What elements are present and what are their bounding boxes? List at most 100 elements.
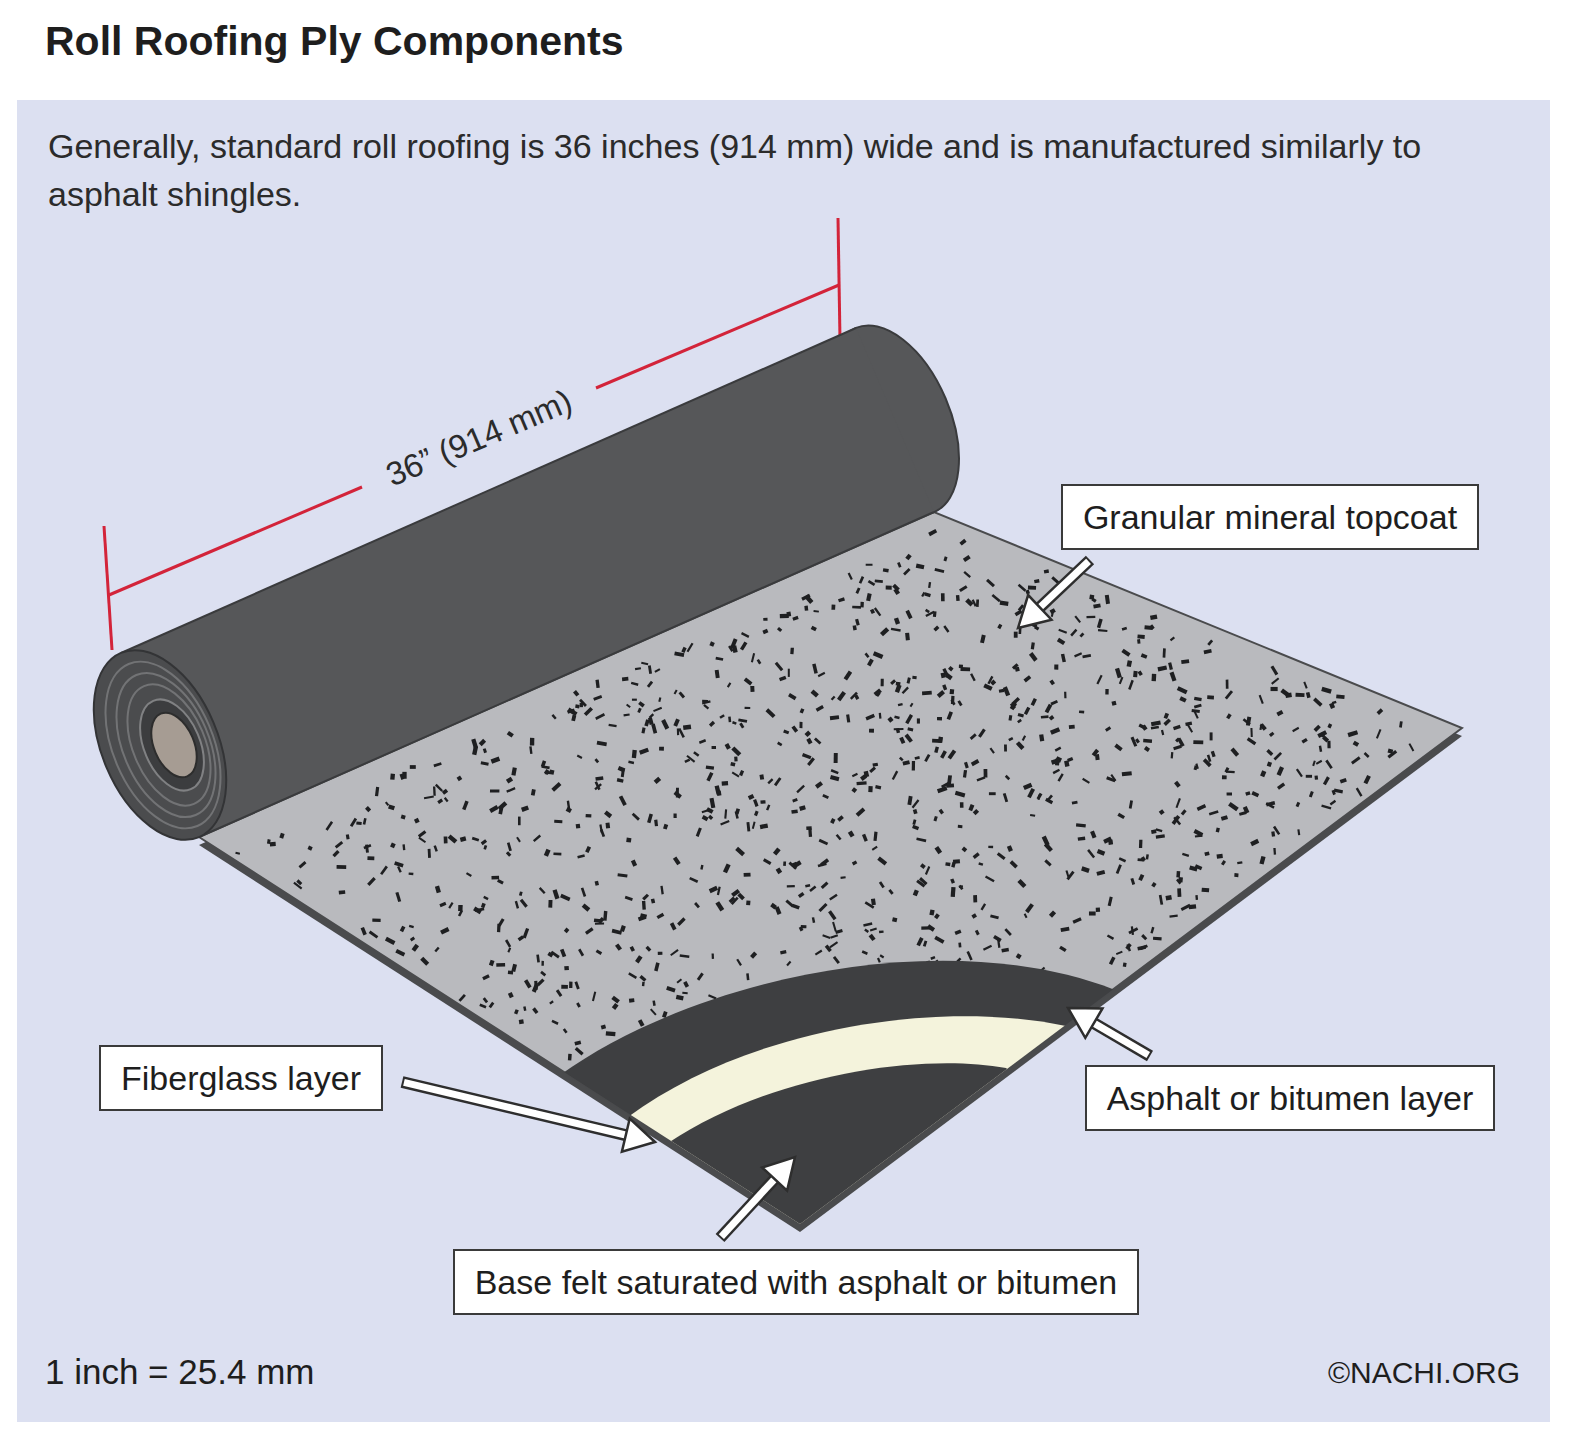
granule <box>533 835 541 842</box>
granule <box>1057 638 1065 645</box>
granule <box>902 760 910 765</box>
granule <box>1128 680 1134 690</box>
granule <box>631 860 637 867</box>
granule <box>617 873 627 877</box>
granule <box>1210 732 1213 740</box>
granule <box>957 700 962 706</box>
granule <box>620 925 626 932</box>
granule <box>569 982 572 988</box>
granule <box>661 719 669 730</box>
granule <box>1209 810 1219 815</box>
granule <box>400 926 406 933</box>
granule <box>783 729 789 734</box>
granule <box>1306 775 1312 778</box>
granule <box>788 862 797 870</box>
granule <box>818 903 827 912</box>
granule <box>270 842 276 847</box>
granule <box>702 809 709 813</box>
granule <box>363 818 367 825</box>
granule <box>933 816 937 821</box>
granule <box>1224 767 1229 773</box>
granule <box>801 925 807 928</box>
granule <box>888 889 893 895</box>
granule <box>418 837 426 843</box>
granule <box>642 894 649 901</box>
granule <box>802 753 812 759</box>
granule <box>879 881 885 888</box>
granule <box>829 941 838 948</box>
granule <box>834 753 838 763</box>
granule <box>466 872 472 877</box>
granule <box>1271 687 1278 691</box>
granule <box>859 576 864 584</box>
granule <box>744 678 753 686</box>
granule <box>1119 677 1124 684</box>
granule <box>385 801 389 806</box>
granule <box>1034 579 1040 583</box>
granule <box>1168 662 1173 670</box>
granule <box>984 769 988 778</box>
granule <box>857 781 867 785</box>
granule <box>912 819 916 825</box>
granule <box>551 714 556 720</box>
granule <box>437 798 443 803</box>
fiberglass-layer <box>628 1016 1080 1240</box>
granule <box>1131 737 1138 747</box>
granule <box>1309 791 1314 798</box>
granule <box>1399 721 1403 728</box>
granule <box>594 758 599 763</box>
granule <box>877 857 887 866</box>
granule <box>414 818 420 824</box>
granule <box>779 676 786 682</box>
granule <box>812 664 818 674</box>
granule <box>702 815 709 821</box>
granule <box>917 718 920 723</box>
granule <box>506 777 513 784</box>
granule <box>1177 738 1185 747</box>
dimension-tick <box>838 218 840 340</box>
granule <box>1176 798 1181 808</box>
granule <box>1163 718 1171 725</box>
granule <box>759 774 764 780</box>
granule <box>1151 829 1157 834</box>
granule <box>716 791 721 796</box>
granule <box>890 679 896 685</box>
granule <box>337 865 347 869</box>
granule <box>812 917 815 923</box>
granule <box>1096 675 1102 685</box>
granule <box>367 877 376 886</box>
granule <box>916 937 923 946</box>
granule <box>924 592 931 597</box>
granule <box>648 665 652 674</box>
granule <box>595 679 599 688</box>
granule <box>1243 718 1251 725</box>
granule <box>745 707 751 709</box>
granule <box>1226 680 1229 689</box>
granule <box>832 922 837 932</box>
granule <box>594 783 602 790</box>
granule <box>1137 858 1144 861</box>
granule <box>1024 707 1030 715</box>
granule <box>791 725 798 732</box>
granule <box>800 708 805 713</box>
callout-text: Base felt saturated with asphalt or bitu… <box>475 1260 1118 1304</box>
granule <box>507 731 514 738</box>
granule <box>1079 632 1084 637</box>
callout-box: Asphalt or bitumen layer <box>1085 1065 1496 1131</box>
granule <box>959 539 966 546</box>
granule <box>523 1006 526 1011</box>
granule <box>699 739 706 744</box>
granule <box>578 949 584 957</box>
granule <box>1097 849 1106 856</box>
granule <box>457 776 463 782</box>
granule <box>1211 751 1216 758</box>
granule <box>606 1031 616 1036</box>
granule <box>913 809 918 814</box>
granule <box>960 802 964 808</box>
granule <box>814 737 821 744</box>
granule <box>595 776 603 781</box>
leader-group <box>402 560 1150 1238</box>
granule <box>897 562 901 568</box>
granule <box>1004 744 1007 751</box>
granule <box>401 815 406 820</box>
